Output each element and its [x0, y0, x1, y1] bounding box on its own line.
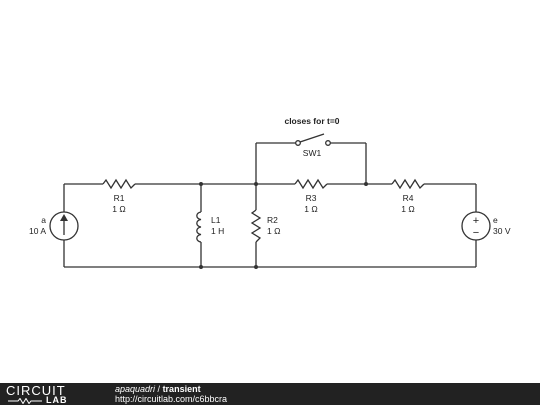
circuit-title-link[interactable]: transient: [162, 384, 201, 394]
logo-resistor-icon: [8, 398, 42, 404]
resistor-r2: R2 1 Ω: [250, 209, 280, 243]
junction-dot: [364, 182, 368, 186]
resistor-r4: R4 1 Ω: [391, 178, 425, 214]
sw1-note: closes for t=0: [284, 116, 339, 126]
circuitlab-logo[interactable]: CIRCUIT LAB: [6, 383, 96, 405]
inductor-l1: L1 1 H: [196, 211, 224, 243]
current-source-a: a 10 A: [29, 211, 79, 241]
circuit-schematic: a 10 A R1 1 Ω L1 1 H R2 1 Ω R3 1 Ω R4 1 …: [29, 116, 511, 269]
r1-value: 1 Ω: [112, 204, 125, 214]
r3-name: R3: [306, 193, 317, 203]
source-e-minus: −: [473, 227, 479, 239]
resistor-r1: R1 1 Ω: [102, 178, 136, 214]
circuit-url-link[interactable]: http://circuitlab.com/c6bbcra: [115, 394, 228, 404]
r4-name: R4: [403, 193, 414, 203]
source-a-value: 10 A: [29, 226, 46, 236]
voltage-source-e: + − e 30 V: [461, 211, 511, 241]
logo-text-lab: LAB: [46, 395, 68, 405]
resistor-r3: R3 1 Ω: [294, 178, 328, 214]
r4-value: 1 Ω: [401, 204, 414, 214]
footer-bar: CIRCUIT LAB apaquadri / transient http:/…: [0, 383, 540, 405]
circuit-credit: apaquadri / transient: [115, 384, 201, 394]
junction-dot: [254, 182, 258, 186]
r1-name: R1: [114, 193, 125, 203]
source-e-plus: +: [473, 215, 479, 227]
junction-dot: [199, 265, 203, 269]
r3-value: 1 Ω: [304, 204, 317, 214]
l1-value: 1 H: [211, 226, 224, 236]
junction-dot: [199, 182, 203, 186]
switch-sw1: closes for t=0 SW1: [284, 116, 339, 158]
credit-separator: /: [155, 384, 163, 394]
logo-text-circuit: CIRCUIT: [6, 383, 66, 398]
l1-name: L1: [211, 215, 221, 225]
source-e-name: e: [493, 215, 498, 225]
sw1-name: SW1: [303, 148, 322, 158]
wires: [63, 142, 477, 268]
source-e-value: 30 V: [493, 226, 511, 236]
author-link[interactable]: apaquadri: [115, 384, 156, 394]
source-a-name: a: [41, 215, 46, 225]
r2-name: R2: [267, 215, 278, 225]
r2-value: 1 Ω: [267, 226, 280, 236]
junction-dot: [254, 265, 258, 269]
